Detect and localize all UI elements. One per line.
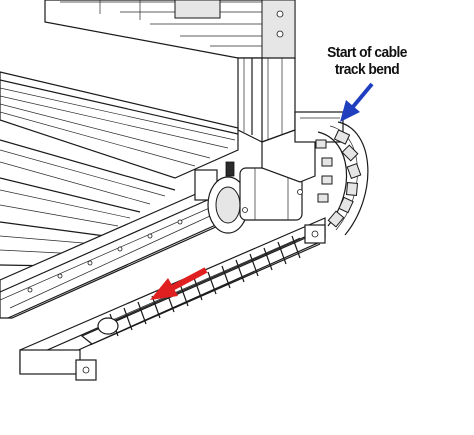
callout-line-2: track bend <box>334 61 400 78</box>
y-axis-carriage <box>194 129 316 234</box>
callout-label: Start of cable track bend <box>305 44 428 78</box>
gantry-top-assembly <box>44 0 296 59</box>
cable-track-links <box>107 235 301 337</box>
z-axis-column <box>237 57 296 143</box>
callout-arrow <box>340 82 374 122</box>
callout-line-1: Start of cable <box>327 44 407 61</box>
machine-bed <box>0 71 239 267</box>
motion-direction-arrow <box>150 267 208 300</box>
cable-track-bend <box>294 111 369 236</box>
